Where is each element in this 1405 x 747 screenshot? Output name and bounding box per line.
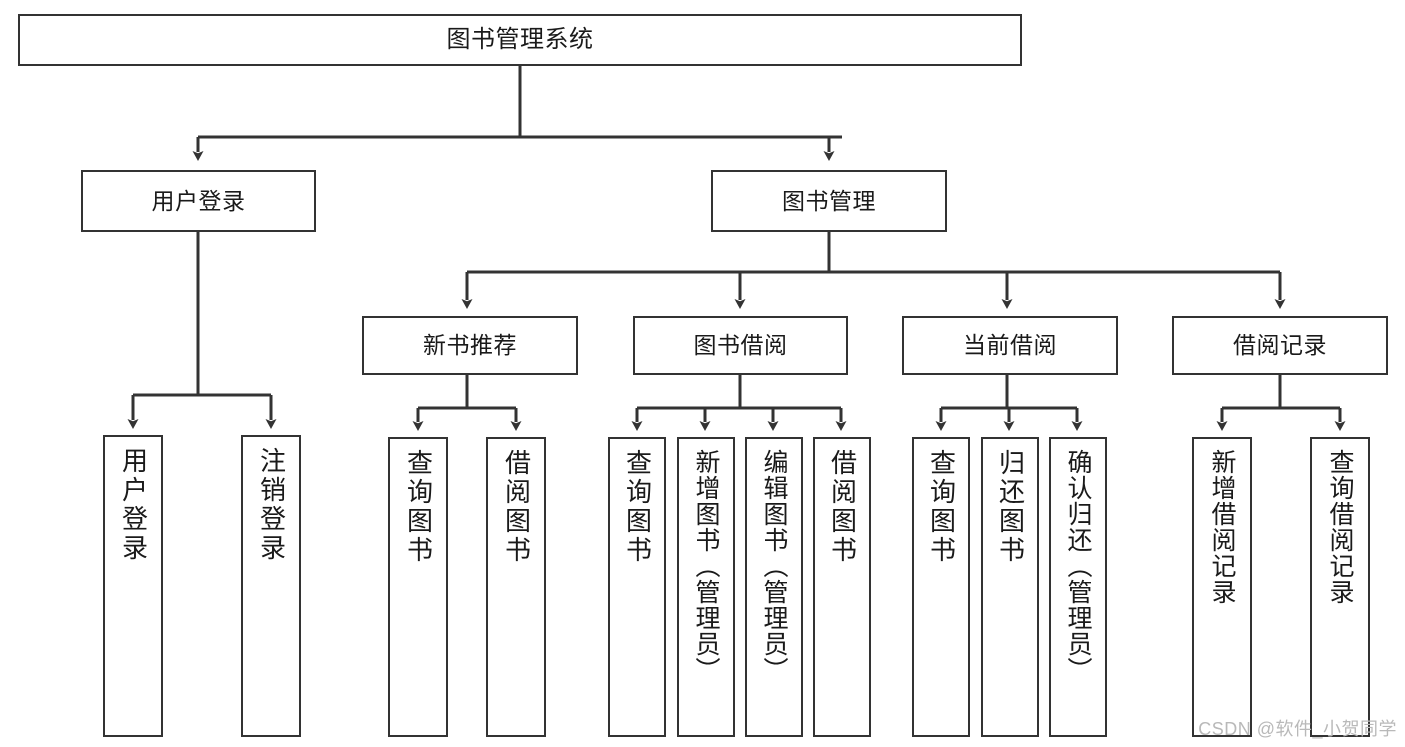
leaf-new-books-query-book-label: 查询图书 <box>403 449 434 565</box>
leaf-book-borrow-query-book-label: 查询图书 <box>622 449 653 565</box>
node-root-label: 图书管理系统 <box>446 26 594 54</box>
leaf-current-borrow-query-book-label: 查询图书 <box>926 449 957 565</box>
leaf-new-books-query-book[interactable]: 查询图书 <box>388 437 448 737</box>
node-new-book-recommend[interactable]: 新书推荐 <box>362 316 578 375</box>
leaf-borrow-records-query-record-label: 查询借阅记录 <box>1326 449 1354 605</box>
node-root[interactable]: 图书管理系统 <box>18 14 1022 66</box>
leaf-user-login[interactable]: 用户登录 <box>103 435 163 737</box>
node-book-borrow[interactable]: 图书借阅 <box>633 316 848 375</box>
leaf-new-books-borrow-book[interactable]: 借阅图书 <box>486 437 546 737</box>
leaf-current-borrow-confirm-return[interactable]: 确认归还（管理员） <box>1049 437 1107 737</box>
leaf-borrow-records-add-record[interactable]: 新增借阅记录 <box>1192 437 1252 737</box>
leaf-new-books-borrow-book-label: 借阅图书 <box>501 449 532 565</box>
leaf-logout-label: 注销登录 <box>256 447 287 563</box>
node-borrow-records[interactable]: 借阅记录 <box>1172 316 1388 375</box>
leaf-book-borrow-borrow-book-label: 借阅图书 <box>827 449 858 565</box>
node-user-login-label: 用户登录 <box>151 187 246 214</box>
leaf-book-borrow-edit-book[interactable]: 编辑图书（管理员） <box>745 437 803 737</box>
leaf-current-borrow-query-book[interactable]: 查询图书 <box>912 437 970 737</box>
node-book-management-label: 图书管理 <box>782 187 876 214</box>
leaf-user-login-label: 用户登录 <box>118 447 149 563</box>
node-book-management[interactable]: 图书管理 <box>711 170 947 232</box>
leaf-book-borrow-add-book-label: 新增图书（管理员） <box>692 449 720 683</box>
node-borrow-records-label: 借阅记录 <box>1233 332 1327 359</box>
leaf-borrow-records-query-record[interactable]: 查询借阅记录 <box>1310 437 1370 737</box>
leaf-book-borrow-edit-book-label: 编辑图书（管理员） <box>760 449 788 683</box>
node-current-borrow-label: 当前借阅 <box>963 332 1057 359</box>
node-book-borrow-label: 图书借阅 <box>693 332 788 359</box>
leaf-current-borrow-return-book[interactable]: 归还图书 <box>981 437 1039 737</box>
leaf-current-borrow-return-book-label: 归还图书 <box>995 449 1026 565</box>
node-user-login[interactable]: 用户登录 <box>81 170 316 232</box>
leaf-book-borrow-add-book[interactable]: 新增图书（管理员） <box>677 437 735 737</box>
leaf-current-borrow-confirm-return-label: 确认归还（管理员） <box>1064 449 1092 683</box>
node-current-borrow[interactable]: 当前借阅 <box>902 316 1118 375</box>
node-new-book-recommend-label: 新书推荐 <box>423 332 517 359</box>
leaf-borrow-records-add-record-label: 新增借阅记录 <box>1208 449 1236 605</box>
leaf-book-borrow-borrow-book[interactable]: 借阅图书 <box>813 437 871 737</box>
leaf-logout[interactable]: 注销登录 <box>241 435 301 737</box>
leaf-book-borrow-query-book[interactable]: 查询图书 <box>608 437 666 737</box>
